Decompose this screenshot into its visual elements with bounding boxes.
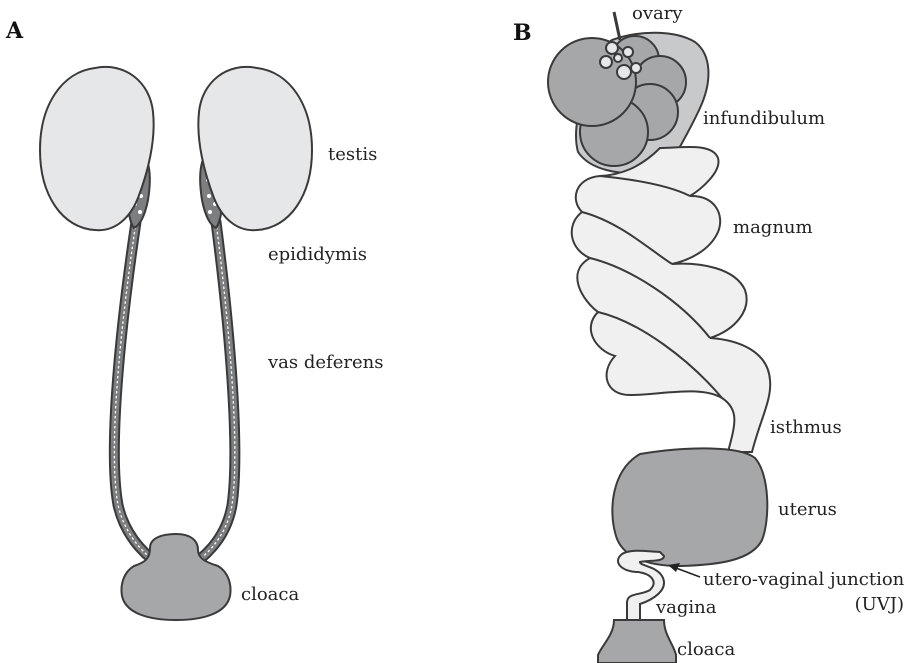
label-infundibulum: infundibulum: [703, 108, 825, 129]
label-epididymis: epididymis: [268, 244, 367, 265]
cloaca-b: [598, 620, 676, 663]
panel-a-letter: A: [5, 18, 24, 44]
label-isthmus: isthmus: [770, 417, 842, 438]
label-magnum: magnum: [733, 217, 813, 238]
vas-deferens-right: [184, 222, 235, 570]
label-testis: testis: [328, 144, 377, 165]
label-uvj: utero-vaginal junction: [703, 569, 905, 590]
panel-b-letter: B: [513, 20, 532, 46]
vas-deferens-left: [114, 222, 168, 570]
label-ovary: ovary: [632, 3, 683, 24]
label-vagina: vagina: [655, 597, 717, 618]
uterus: [612, 448, 767, 566]
label-vas-deferens: vas deferens: [267, 352, 383, 373]
label-uterus: uterus: [778, 499, 837, 520]
label-cloaca-a: cloaca: [241, 584, 299, 605]
label-uvj-abbr: (UVJ): [855, 594, 904, 615]
label-cloaca-b: cloaca: [677, 639, 735, 660]
